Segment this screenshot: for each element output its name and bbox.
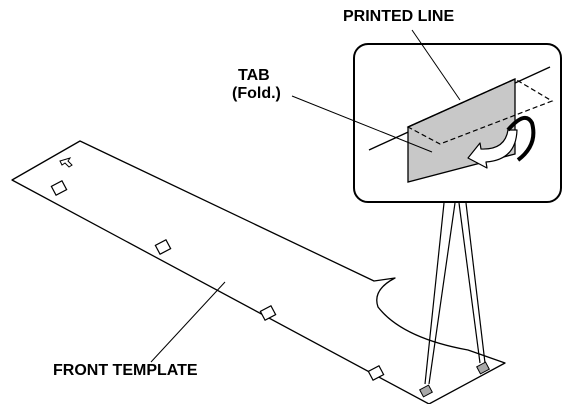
- unfolded-tab-outline: [406, 78, 554, 145]
- curved-arrow-icon: [467, 129, 518, 169]
- registration-square: [259, 304, 277, 322]
- leader-front-template: [150, 281, 226, 363]
- front-template-outline: [11, 140, 506, 404]
- curved-arrow-tail: [506, 115, 536, 162]
- tab-square: [419, 384, 433, 398]
- front-template-label: FRONT TEMPLATE: [53, 362, 198, 379]
- printed-line-label: PRINTED LINE: [343, 8, 455, 25]
- leader-printed-line: [411, 29, 461, 101]
- registration-square: [367, 364, 385, 382]
- magnifier-cone: [424, 202, 486, 385]
- fold-line: [407, 78, 516, 128]
- tab-square: [476, 361, 490, 375]
- registration-square: [154, 238, 172, 256]
- tab-fold-label: (Fold.): [232, 85, 281, 102]
- arrow-icon: [59, 157, 73, 168]
- registration-square: [50, 179, 68, 197]
- leader-tab: [291, 95, 433, 153]
- tab-label: TAB: [238, 67, 270, 84]
